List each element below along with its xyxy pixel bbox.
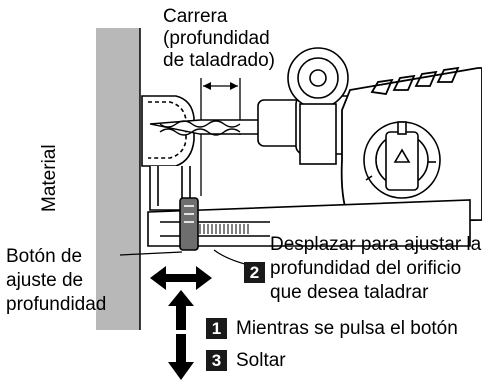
button-leader-line [119,251,183,256]
slide-instruction-line1: Desplazar para ajustar la [270,234,482,255]
slide-instruction-line2: profundidad del orificio [270,258,462,279]
depth-button-label-line1: Botón de [6,246,83,267]
depth-adjust-button [179,197,199,251]
step-1-badge: 1 [206,318,227,339]
step-2-badge: 2 [244,262,265,283]
step-3-badge: 3 [206,350,227,371]
depth-button-label-line3: profundidad [6,294,107,315]
stroke-label-line3: de taladrado) [163,50,275,71]
slide-instruction-line3: que desea taladrar [270,282,429,303]
press-arrow [168,290,194,330]
stroke-label-line2: (profundidad [163,28,270,49]
depth-button-label-line2: ajuste de [6,270,84,291]
step-3-label: Soltar [236,350,286,371]
depth-gauge [147,199,471,247]
material-label: Material [39,144,60,212]
side-handle-knob [287,47,349,165]
step-1-label: Mientras se pulsa el botón [236,318,458,339]
mode-selector-dial [363,121,441,199]
slide-arrow [150,266,212,290]
dust-cup [141,95,195,211]
stroke-label-line1: Carrera [163,6,228,27]
release-arrow [168,334,194,380]
material-wall [96,28,140,330]
